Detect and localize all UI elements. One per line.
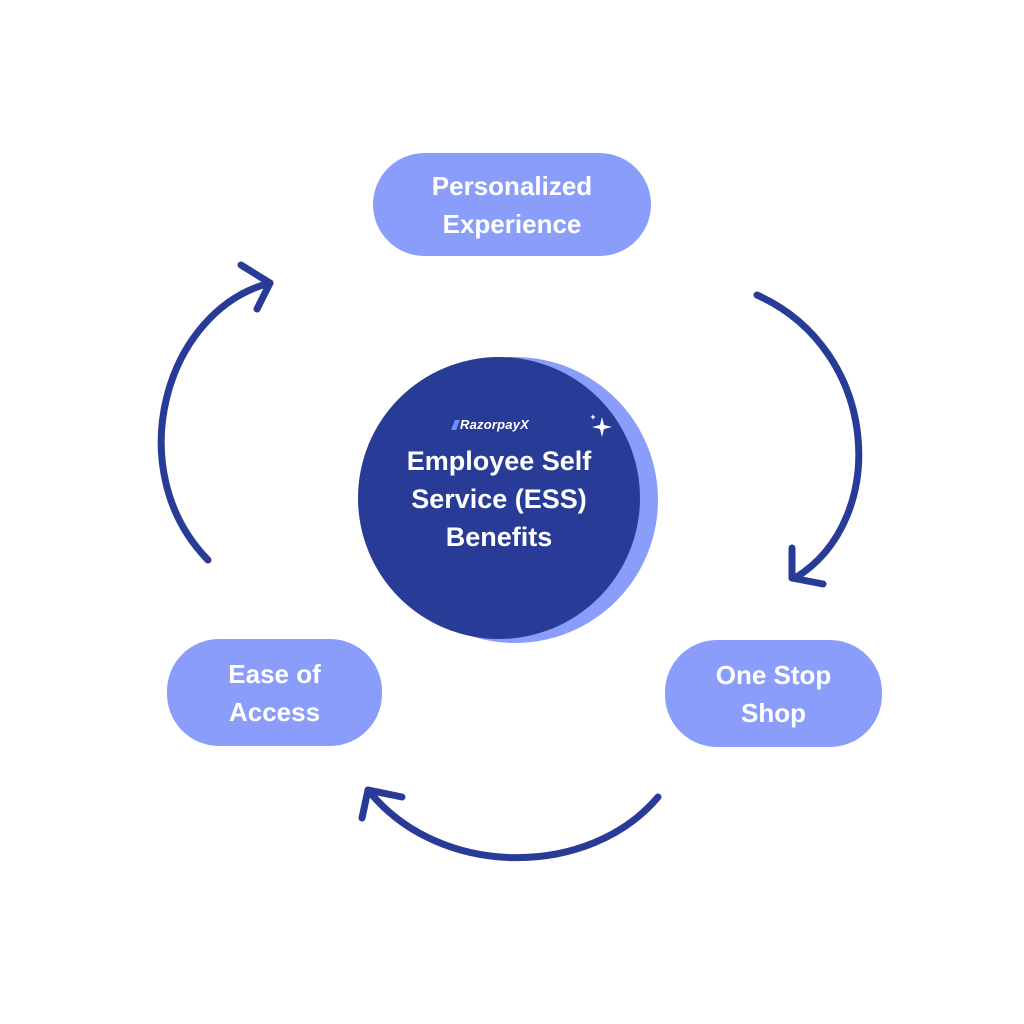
arrow-top-to-right [753, 291, 863, 582]
arrowhead-bottom-icon [358, 786, 406, 822]
arrow-right-to-left [364, 786, 662, 862]
arrowhead-right-icon [788, 544, 827, 588]
node-right-line-1: One Stop [715, 659, 832, 690]
node-left-line-1: Ease of [228, 658, 321, 689]
node-ease-of-access: Ease of Access [167, 639, 382, 746]
razorpay-logo-mark [451, 420, 460, 430]
sparkle-icon [590, 414, 612, 437]
node-top-line-1: Personalized [431, 170, 593, 201]
arrow-left-to-top [157, 279, 274, 564]
center-title-line-1: Employee Self [406, 446, 592, 476]
center-circle: RazorpayX Employee Self Service (ESS) Be… [358, 357, 640, 639]
center-title-line-2: Service (ESS) [411, 484, 587, 514]
arrowhead-left-icon [237, 261, 274, 313]
node-personalized-experience: Personalized Experience [373, 153, 651, 256]
center-title: Employee Self Service (ESS) Benefits [358, 442, 640, 556]
node-one-stop-shop: One Stop Shop [665, 640, 882, 747]
node-right-line-2: Shop [741, 697, 806, 728]
node-top-line-2: Experience [442, 208, 582, 239]
razorpay-logo: RazorpayX [451, 417, 529, 432]
brand-name: RazorpayX [460, 417, 529, 432]
center-title-line-3: Benefits [445, 522, 553, 552]
node-left-line-2: Access [228, 696, 321, 727]
